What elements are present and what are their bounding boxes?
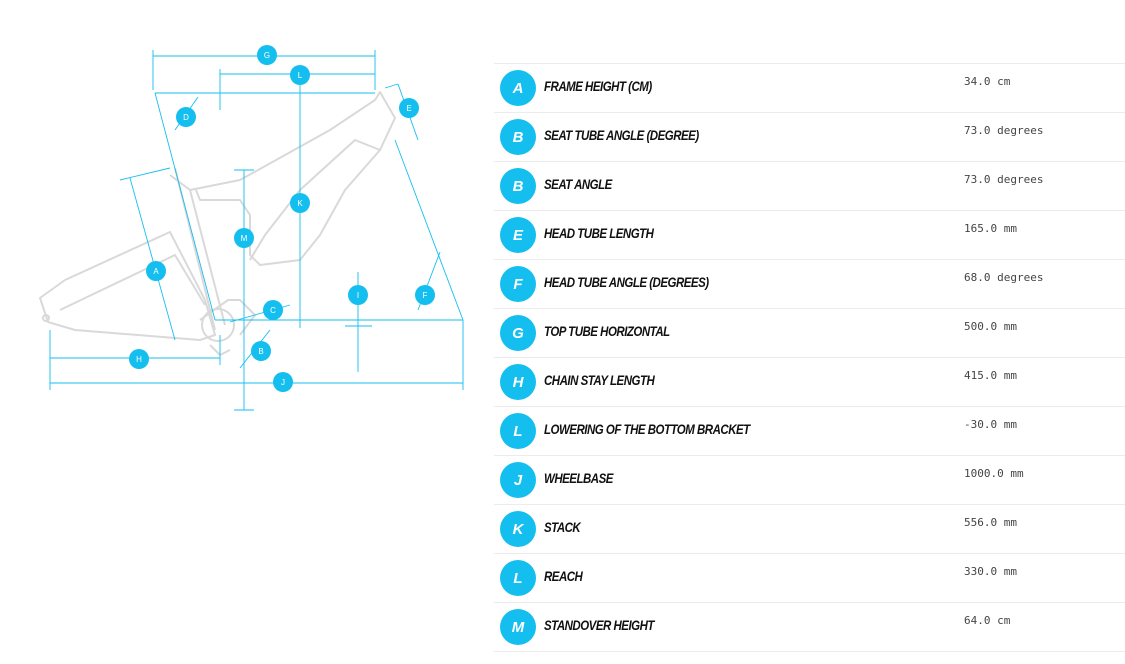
row-label: FRAME HEIGHT (CM) — [544, 78, 652, 94]
row-badge: L — [500, 413, 536, 449]
row-badge: B — [500, 168, 536, 204]
row-label: REACH — [544, 568, 583, 584]
row-value: -30.0 mm — [964, 418, 1017, 431]
svg-text:M: M — [241, 234, 248, 243]
marker-a: A — [146, 261, 166, 281]
marker-f: F — [415, 285, 435, 305]
geometry-row: A FRAME HEIGHT (CM) 34.0 cm — [494, 64, 1125, 113]
svg-text:H: H — [136, 355, 142, 364]
marker-i: I — [348, 285, 368, 305]
marker-g: G — [257, 45, 277, 65]
geometry-row: H CHAIN STAY LENGTH 415.0 mm — [494, 358, 1125, 407]
row-label: WHEELBASE — [544, 470, 613, 486]
svg-text:L: L — [298, 71, 303, 80]
marker-e: E — [399, 98, 419, 118]
geometry-row: K STACK 556.0 mm — [494, 505, 1125, 554]
row-badge: H — [500, 364, 536, 400]
row-value: 330.0 mm — [964, 565, 1017, 578]
geometry-row: L LOWERING OF THE BOTTOM BRACKET -30.0 m… — [494, 407, 1125, 456]
geometry-row: B SEAT TUBE ANGLE (DEGREE) 73.0 degrees — [494, 113, 1125, 162]
row-label: SEAT ANGLE — [544, 176, 612, 192]
row-label: SEAT TUBE ANGLE (DEGREE) — [544, 127, 699, 143]
row-value: 64.0 cm — [964, 614, 1011, 627]
row-value: 556.0 mm — [964, 516, 1017, 529]
geometry-row: J WHEELBASE 1000.0 mm — [494, 456, 1125, 505]
row-value: 73.0 degrees — [964, 173, 1044, 186]
marker-d: D — [176, 107, 196, 127]
row-value: 73.0 degrees — [964, 124, 1044, 137]
row-badge: A — [500, 70, 536, 106]
geometry-row: L REACH 330.0 mm — [494, 554, 1125, 603]
row-value: 415.0 mm — [964, 369, 1017, 382]
row-label: LOWERING OF THE BOTTOM BRACKET — [544, 421, 750, 437]
svg-text:J: J — [281, 378, 285, 387]
geometry-table: A FRAME HEIGHT (CM) 34.0 cm B SEAT TUBE … — [494, 63, 1125, 652]
marker-m: M — [234, 228, 254, 248]
svg-text:G: G — [264, 51, 270, 60]
svg-text:F: F — [423, 291, 428, 300]
marker-j: J — [273, 372, 293, 392]
svg-text:D: D — [183, 113, 189, 122]
frame-geometry-diagram: G L D E K M A I F C B H J — [39, 45, 464, 411]
row-value: 500.0 mm — [964, 320, 1017, 333]
row-badge: J — [500, 462, 536, 498]
marker-c: C — [263, 300, 283, 320]
bike-frame-outline — [39, 91, 396, 356]
marker-h: H — [129, 349, 149, 369]
row-badge: K — [500, 511, 536, 547]
row-label: HEAD TUBE ANGLE (DEGREES) — [544, 274, 709, 290]
svg-text:I: I — [357, 291, 359, 300]
marker-k: K — [290, 193, 310, 213]
row-label: STACK — [544, 519, 581, 535]
svg-text:C: C — [270, 306, 276, 315]
row-badge: L — [500, 560, 536, 596]
geometry-row: G TOP TUBE HORIZONTAL 500.0 mm — [494, 309, 1125, 358]
row-badge: F — [500, 266, 536, 302]
row-value: 165.0 mm — [964, 222, 1017, 235]
geometry-row: F HEAD TUBE ANGLE (DEGREES) 68.0 degrees — [494, 260, 1125, 309]
row-value: 68.0 degrees — [964, 271, 1044, 284]
geometry-row: E HEAD TUBE LENGTH 165.0 mm — [494, 211, 1125, 260]
svg-text:A: A — [153, 267, 159, 276]
svg-text:K: K — [297, 199, 303, 208]
row-label: STANDOVER HEIGHT — [544, 617, 654, 633]
row-badge: E — [500, 217, 536, 253]
geometry-row: B SEAT ANGLE 73.0 degrees — [494, 162, 1125, 211]
geometry-row: M STANDOVER HEIGHT 64.0 cm — [494, 603, 1125, 652]
svg-text:B: B — [258, 347, 263, 356]
marker-b: B — [251, 341, 271, 361]
svg-text:E: E — [406, 104, 411, 113]
marker-l: L — [290, 65, 310, 85]
row-badge: G — [500, 315, 536, 351]
row-value: 34.0 cm — [964, 75, 1011, 88]
row-value: 1000.0 mm — [964, 467, 1024, 480]
row-label: HEAD TUBE LENGTH — [544, 225, 654, 241]
row-badge: B — [500, 119, 536, 155]
row-label: CHAIN STAY LENGTH — [544, 372, 655, 388]
row-label: TOP TUBE HORIZONTAL — [544, 323, 670, 339]
row-badge: M — [500, 609, 536, 645]
